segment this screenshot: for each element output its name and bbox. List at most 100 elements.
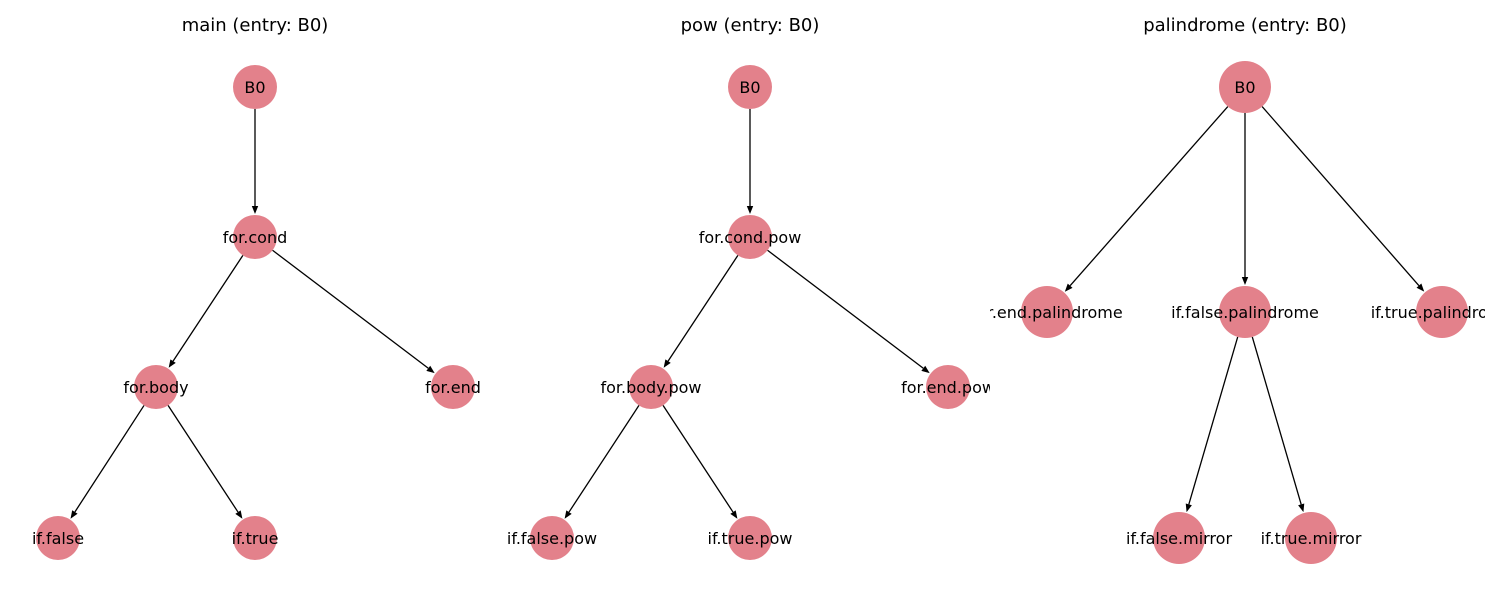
node-label: if.true — [232, 529, 279, 548]
node-label: if.true.palindrome — [1371, 303, 1485, 322]
graph-panel-pow: pow (entry: B0) B0 for.cond.pow for.body.po… — [500, 0, 990, 600]
edge-B0-to-if.true.palindrome — [1261, 106, 1425, 292]
graph-title: pow (entry: B0) — [681, 15, 820, 36]
node-circle — [530, 516, 574, 560]
cfg-graph-pow: pow (entry: B0) B0 for.cond.pow for.body.po… — [507, 15, 990, 560]
edge-line — [767, 249, 924, 369]
node-circle — [926, 365, 970, 409]
edge-line — [1069, 106, 1229, 287]
arrowhead-icon — [426, 365, 435, 374]
node-if.true.pow: if.true.pow — [708, 516, 793, 560]
edge-B0-to-for.cond.pow — [746, 109, 754, 214]
arrowhead-icon — [168, 359, 176, 368]
node-circle — [1021, 286, 1073, 338]
arrowhead-icon — [1298, 503, 1305, 513]
node-label: if.false.pow — [507, 529, 597, 548]
edge-for.cond-to-for.body — [168, 255, 244, 368]
cfg-graph-palindrome: palindrome (entry: B0) B0 for.end.palindro… — [990, 15, 1485, 564]
edge-for.body-to-if.true — [167, 405, 243, 519]
node-circle — [233, 516, 277, 560]
edge-line — [662, 405, 734, 513]
node-B0: B0 — [1219, 61, 1271, 113]
node-circle — [1153, 512, 1205, 564]
arrowhead-icon — [1185, 503, 1192, 513]
edge-line — [167, 405, 239, 513]
arrowhead-icon — [730, 510, 738, 519]
arrowhead-icon — [1241, 277, 1249, 285]
node-circle — [134, 365, 178, 409]
node-circle — [1285, 512, 1337, 564]
node-if.true: if.true — [232, 516, 279, 560]
arrowhead-icon — [1416, 283, 1425, 292]
graph-title: palindrome (entry: B0) — [1143, 15, 1347, 36]
node-for.end: for.end — [425, 365, 481, 409]
node-label: for.end — [425, 378, 481, 397]
edge-line — [1261, 106, 1420, 287]
edge-B0-to-if.false.palindrome — [1241, 113, 1249, 285]
node-label: for.end.palindrome — [990, 303, 1123, 322]
edge-line — [172, 255, 244, 362]
edge-line — [568, 405, 640, 513]
node-for.end.palindrome: for.end.palindrome — [990, 286, 1123, 338]
node-circle — [728, 215, 772, 259]
node-B0: B0 — [728, 65, 772, 109]
node-circle — [728, 65, 772, 109]
node-label: for.cond — [223, 228, 288, 247]
cfg-graph-main: main (entry: B0) B0 for.cond for.body for.en… — [32, 15, 481, 560]
arrowhead-icon — [746, 206, 754, 214]
arrowhead-icon — [235, 510, 243, 519]
node-circle — [629, 365, 673, 409]
node-label: if.false.mirror — [1126, 529, 1232, 548]
node-label: for.body.pow — [600, 378, 701, 397]
node-for.body: for.body — [123, 365, 189, 409]
node-circle — [36, 516, 80, 560]
node-if.true.palindrome: if.true.palindrome — [1371, 286, 1485, 338]
node-label: for.end.pow — [901, 378, 990, 397]
node-label: if.false.palindrome — [1171, 303, 1319, 322]
graph-title: main (entry: B0) — [182, 15, 329, 36]
edge-if.false.palindrome-to-if.false.mirror — [1185, 336, 1239, 513]
node-label: if.false — [32, 529, 84, 548]
node-circle — [1219, 286, 1271, 338]
node-label: B0 — [244, 78, 265, 97]
arrowhead-icon — [251, 206, 259, 214]
node-label: for.cond.pow — [699, 228, 802, 247]
node-for.cond: for.cond — [223, 215, 288, 259]
edge-B0-to-for.cond — [251, 109, 259, 214]
edge-line — [1188, 336, 1239, 505]
edge-line — [272, 249, 429, 369]
edge-line — [1251, 336, 1302, 505]
node-B0: B0 — [233, 65, 277, 109]
node-for.cond.pow: for.cond.pow — [699, 215, 802, 259]
edge-for.body.pow-to-if.true.pow — [662, 405, 738, 519]
node-circle — [233, 215, 277, 259]
node-label: for.body — [123, 378, 188, 397]
arrowhead-icon — [663, 359, 671, 368]
edge-for.body.pow-to-if.false.pow — [564, 405, 640, 519]
node-if.false: if.false — [32, 516, 84, 560]
edge-if.false.palindrome-to-if.true.mirror — [1251, 336, 1305, 513]
node-circle — [233, 65, 277, 109]
edge-for.body-to-if.false — [70, 405, 145, 519]
graph-panel-palindrome: palindrome (entry: B0) B0 for.end.palindro… — [990, 0, 1485, 600]
arrowhead-icon — [1064, 283, 1073, 292]
node-circle — [431, 365, 475, 409]
graph-panel-main: main (entry: B0) B0 for.cond for.body for.en… — [0, 0, 500, 600]
node-label: B0 — [739, 78, 760, 97]
arrowhead-icon — [921, 365, 930, 374]
node-if.false.mirror: if.false.mirror — [1126, 512, 1232, 564]
edge-line — [667, 255, 739, 362]
edge-line — [74, 405, 145, 513]
edge-for.cond.pow-to-for.end.pow — [767, 249, 930, 374]
node-circle — [1219, 61, 1271, 113]
node-label: if.true.pow — [708, 529, 793, 548]
node-if.true.mirror: if.true.mirror — [1261, 512, 1362, 564]
edge-B0-to-for.end.palindrome — [1064, 106, 1229, 292]
node-label: B0 — [1234, 78, 1255, 97]
arrowhead-icon — [70, 510, 78, 519]
node-circle — [728, 516, 772, 560]
node-if.false.palindrome: if.false.palindrome — [1171, 286, 1319, 338]
edge-for.cond-to-for.end — [272, 249, 435, 374]
edge-for.cond.pow-to-for.body.pow — [663, 255, 739, 368]
node-for.body.pow: for.body.pow — [600, 365, 702, 409]
